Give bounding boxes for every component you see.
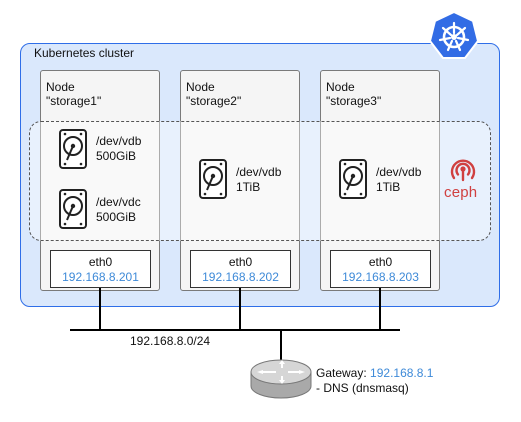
disk-size: 1TiB [376,180,401,194]
node-label: Node [46,80,75,94]
hard-disk-icon [339,159,367,199]
disk-size: 500GiB [96,149,137,163]
router-icon [250,359,312,399]
disk-label: /dev/vdb 500GiB [96,134,141,164]
interface-name: eth0 [228,255,253,269]
interface-name: eth0 [88,255,113,269]
gateway-ip: 192.168.8.1 [370,366,434,380]
hard-disk-icon [59,129,87,169]
eth0-interface-storage2: eth0 192.168.8.202 [190,250,291,288]
gateway-label: Gateway: 192.168.8.1 - DNS (dnsmasq) [316,366,433,396]
cluster-title: Kubernetes cluster [34,46,135,60]
node-title-storage1: Node "storage1" [46,80,101,108]
node-name: "storage3" [326,94,382,108]
subnet-label: 192.168.8.0/24 [130,334,211,348]
gateway-note: - DNS (dnsmasq) [316,381,409,395]
ceph-logo-icon [450,159,476,182]
disk-device: /dev/vdb [236,165,282,179]
interface-ip: 192.168.8.203 [342,270,419,284]
hard-disk-icon [199,159,227,199]
disk-label: /dev/vdc 500GiB [96,195,141,225]
gateway-title: Gateway: [316,366,367,380]
kubernetes-icon [428,10,480,59]
disk-size: 1TiB [236,180,261,194]
hard-disk-icon [59,189,87,229]
ceph-label: ceph [444,184,478,201]
disk-device: /dev/vdc [96,195,141,209]
node-title-storage3: Node "storage3" [326,80,381,108]
node-name: "storage1" [46,94,102,108]
disk-label: /dev/vdb 1TiB [376,165,421,195]
eth0-interface-storage3: eth0 192.168.8.203 [330,250,431,288]
disk-device: /dev/vdb [96,134,142,148]
disk-size: 500GiB [96,210,137,224]
node-title-storage2: Node "storage2" [186,80,241,108]
node-label: Node [326,80,355,94]
interface-name: eth0 [368,255,393,269]
ceph-storage-area [29,121,491,241]
interface-ip: 192.168.8.202 [202,270,279,284]
interface-ip: 192.168.8.201 [62,270,139,284]
node-label: Node [186,80,215,94]
disk-device: /dev/vdb [376,165,422,179]
eth0-interface-storage1: eth0 192.168.8.201 [50,250,151,288]
disk-label: /dev/vdb 1TiB [236,165,281,195]
node-name: "storage2" [186,94,242,108]
